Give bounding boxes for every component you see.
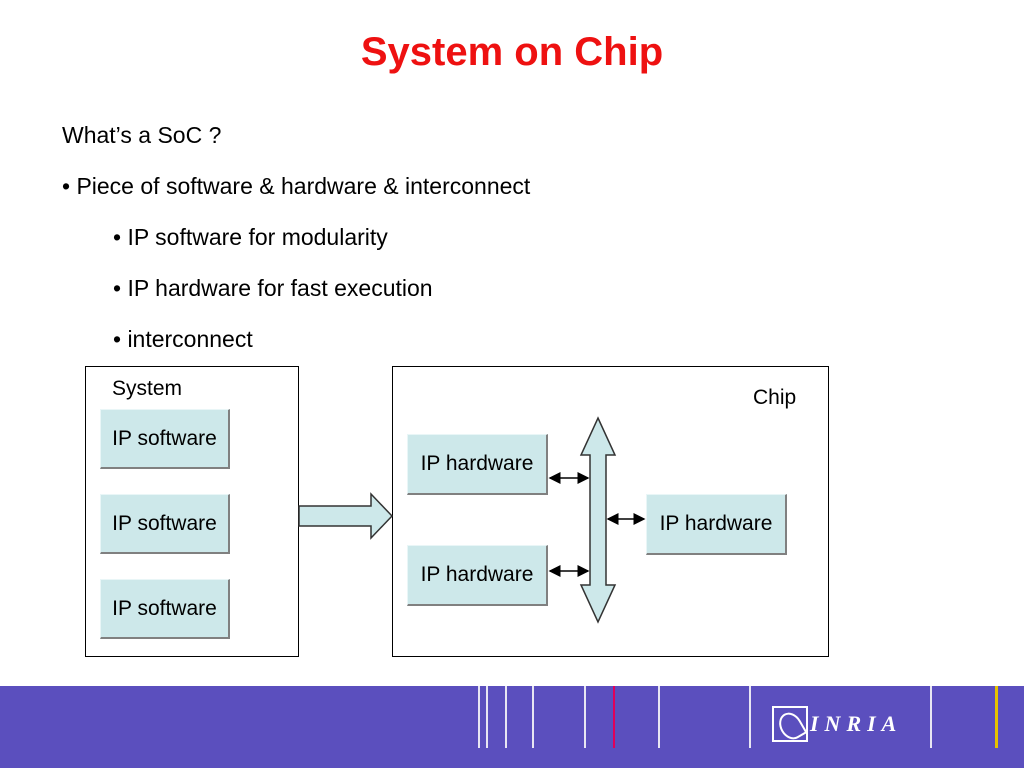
interconnect-bus-icon [579, 416, 617, 624]
footer-band [0, 686, 1024, 768]
footer-divider [532, 686, 534, 748]
footer-divider [505, 686, 507, 748]
ip-hardware-box: IP hardware [407, 545, 548, 606]
footer-divider [658, 686, 660, 748]
ip-software-box: IP software [100, 494, 230, 554]
bullet-what-is-soc: What’s a SoC ? [62, 122, 222, 148]
ip-hardware-box: IP hardware [407, 434, 548, 495]
system-label: System [112, 377, 183, 400]
footer-divider [486, 686, 488, 748]
chip-label: Chip [753, 386, 797, 409]
bullet-ip-hardware: • IP hardware for fast execution [113, 275, 433, 301]
footer-divider [749, 686, 751, 748]
footer-divider [584, 686, 586, 748]
inria-logo-text: INRIA [810, 711, 903, 736]
bullet-piece-of-software: • Piece of software & hardware & interco… [62, 173, 531, 199]
slide-title: System on Chip [360, 30, 664, 74]
footer-accent-line [613, 686, 615, 748]
ip-software-box: IP software [100, 409, 230, 469]
bullet-ip-software: • IP software for modularity [113, 224, 388, 250]
footer-gold-line [995, 686, 998, 748]
footer-divider [930, 686, 932, 748]
bullet-interconnect: • interconnect [113, 326, 253, 352]
ip-software-box: IP software [100, 579, 230, 639]
right-arrow-icon [298, 492, 394, 540]
inria-logo: INRIA [772, 706, 902, 742]
inria-logo-icon [772, 706, 808, 742]
footer-divider [478, 686, 480, 748]
ip-hardware-box: IP hardware [646, 494, 787, 555]
